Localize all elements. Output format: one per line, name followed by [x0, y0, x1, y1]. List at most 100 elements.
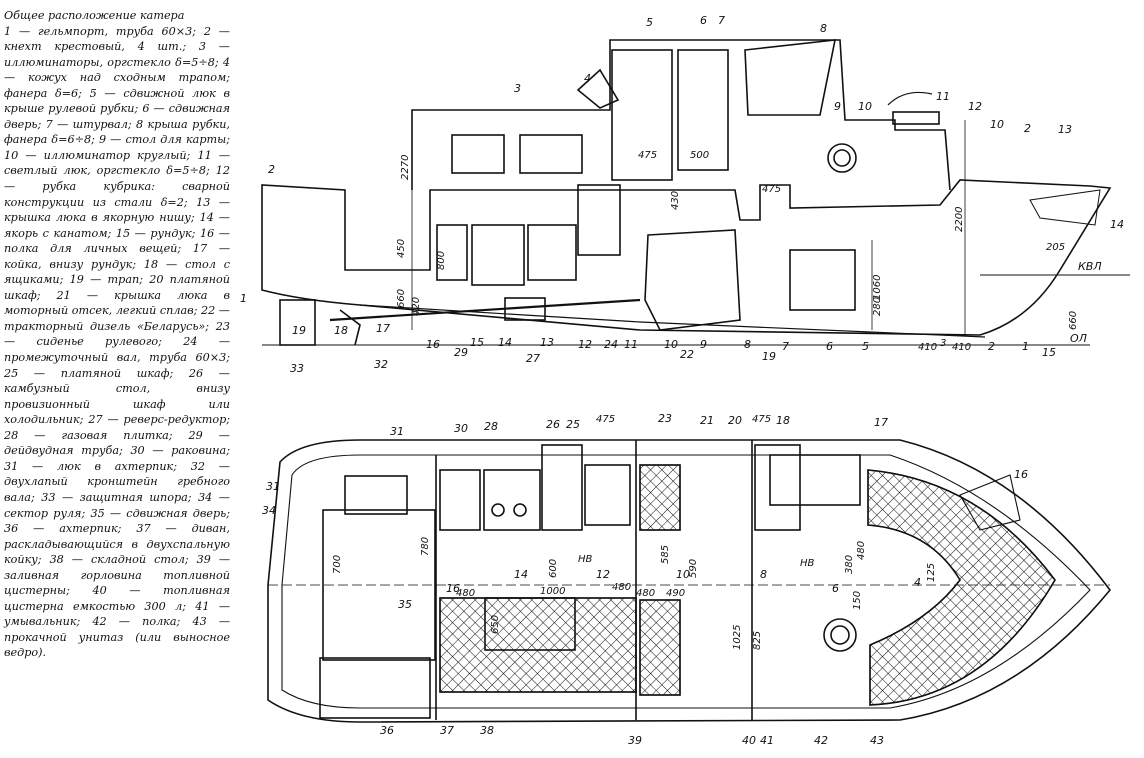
- side-dimension: 475: [762, 184, 781, 195]
- legend-item: 43 — прокачной унитаз (или выносное ведр…: [4, 615, 231, 660]
- plan-callout: 18: [776, 414, 790, 427]
- plan-callout: 31: [266, 480, 280, 493]
- side-callout: 15: [470, 336, 484, 349]
- plan-dimension: 590: [688, 559, 699, 578]
- legend-item: 32 — двухлапый кронштейн гребного вала;: [4, 459, 230, 504]
- plan-dimension: 490: [666, 588, 685, 599]
- plan-dimension: 1025: [732, 625, 743, 650]
- plan-dimension: 825: [752, 631, 763, 650]
- legend-item: 23 — сиденье рулевого;: [4, 319, 230, 349]
- side-callout: 12: [968, 100, 982, 113]
- side-callout: 7: [718, 14, 725, 27]
- plan-callout: 34: [262, 504, 276, 517]
- legend: Общее расположение катера 1 — гельмпорт,…: [4, 8, 230, 661]
- side-callout: 16: [426, 338, 440, 351]
- plan-callout: 35: [398, 598, 412, 611]
- hatched-berths: [439, 464, 1056, 706]
- legend-item: 39 — заливная горловина топливной цистер…: [4, 553, 231, 598]
- side-callout: 12: [578, 338, 592, 351]
- side-dimension: 475: [638, 150, 657, 161]
- legend-item: 27 — реверс-редуктор;: [88, 413, 230, 427]
- plan-callout: 36: [380, 724, 394, 737]
- legend-item: 17 — койка, внизу рундук;: [4, 242, 231, 271]
- side-callout: 24: [604, 338, 618, 351]
- legend-item: 38 — складной стол;: [49, 553, 197, 567]
- side-callout: 5: [862, 340, 869, 353]
- side-callout: 32: [374, 358, 388, 371]
- side-callout: 33: [290, 362, 304, 375]
- side-dimension: 205: [1046, 242, 1065, 253]
- legend-item: 16 — полка для личных вещей;: [4, 226, 230, 256]
- side-dimension: 500: [690, 150, 709, 161]
- legend-item: 3 — иллюминаторы, оргстекло δ=5÷8;: [4, 40, 230, 69]
- side-callout: 7: [782, 340, 789, 353]
- legend-item: 13 — крышка люка в якорную нишу;: [4, 195, 231, 225]
- side-callout: 4: [584, 72, 591, 85]
- frame-number: 12: [596, 568, 610, 581]
- plan-callout: 26: [546, 418, 560, 431]
- side-dimension: 450: [396, 239, 407, 258]
- side-callout: 14: [1110, 218, 1124, 231]
- side-dimension: 420: [411, 297, 422, 316]
- legend-item: 14 — якорь с канатом;: [4, 211, 230, 240]
- legend-items: 1 — гельмпорт, труба 60×3; 2 — кнехт кре…: [4, 24, 230, 661]
- side-callout: 2: [988, 340, 995, 353]
- legend-item: 9 — стол для карты;: [98, 133, 230, 147]
- legend-title: Общее расположение катера: [4, 9, 185, 22]
- side-callout: 17: [376, 322, 390, 335]
- side-callout: 27: [526, 352, 540, 365]
- legend-item: 21 — крышка люка в моторный отсек, легки…: [4, 288, 230, 318]
- side-dimension: 3: [940, 338, 946, 349]
- plan-dimension: 650: [490, 615, 501, 634]
- marker-nv-fwd: НВ: [800, 558, 815, 569]
- side-dimension: 660: [1068, 311, 1079, 330]
- side-callout: 13: [540, 336, 554, 349]
- side-dimension: 280: [872, 297, 883, 316]
- plan-dimension: 150: [852, 591, 863, 610]
- side-callout: 11: [936, 90, 950, 103]
- side-callout: 13: [1058, 123, 1072, 136]
- plan-dimension: 480: [636, 588, 655, 599]
- plan-dimension: 585: [660, 545, 671, 564]
- frame-number: 14: [514, 568, 528, 581]
- plan-callout: 31: [390, 425, 404, 438]
- side-callout: 6: [826, 340, 833, 353]
- plan-callout: 23: [658, 412, 672, 425]
- side-dimension: 1060: [872, 275, 883, 300]
- plan-callout: 37: [440, 724, 454, 737]
- legend-item: 15 — рундук;: [115, 226, 200, 240]
- side-callout: 6: [700, 14, 707, 27]
- side-dimension: 2270: [400, 155, 411, 180]
- plan-dimension: 700: [332, 555, 343, 574]
- frame-number: 4: [914, 576, 921, 589]
- side-callout: 18: [334, 324, 348, 337]
- plan-dimension: 480: [456, 588, 475, 599]
- legend-item: 11 — светлый люк, оргстекло δ=5÷8;: [4, 148, 231, 178]
- plan-dimension: 380: [844, 555, 855, 574]
- legend-item: 33 — защитная шпора;: [41, 490, 199, 504]
- baseline-label: ОЛ: [1070, 332, 1087, 345]
- side-callout: 8: [820, 22, 827, 35]
- plan-dimension: 780: [420, 537, 431, 556]
- legend-item: 25 — платяной шкаф;: [4, 366, 189, 380]
- side-callout: 10: [990, 118, 1004, 131]
- plan-callout: 42: [814, 734, 828, 747]
- legend-item: 26 — камбузный стол, внизу провизионный …: [4, 366, 230, 427]
- legend-item: 37 — диван, раскладывающийся в двухспаль…: [4, 522, 230, 567]
- plan-callout: 39: [628, 734, 642, 747]
- side-callout: 5: [646, 16, 653, 29]
- side-callout: 14: [498, 336, 512, 349]
- legend-item: 4 — кожух над сходным трапом; фанера δ=6…: [4, 55, 230, 100]
- side-dimension: 430: [670, 191, 681, 210]
- legend-item: 30 — раковина;: [130, 444, 230, 458]
- side-callout: 10: [664, 338, 678, 351]
- legend-item: 31 — люк в ахтерпик;: [4, 459, 191, 473]
- plan-dimension: 480: [612, 582, 631, 593]
- side-callout: 8: [744, 338, 751, 351]
- legend-item: 2 — кнехт крестовый, 4 шт.;: [4, 24, 230, 54]
- plan-callout: 20: [728, 414, 742, 427]
- marker-nv-aft: НВ: [578, 554, 593, 565]
